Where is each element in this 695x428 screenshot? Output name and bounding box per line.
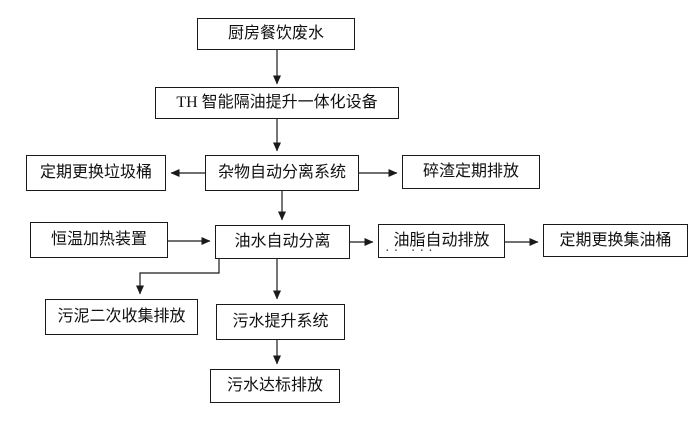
flow-node-grease-auto-discharge: 油脂自动排放	[378, 224, 505, 258]
flow-node-label: 定期更换垃圾桶	[39, 164, 152, 181]
flow-node-kitchen-wastewater: 厨房餐饮废水	[197, 18, 355, 50]
flow-node-label: 杂物自动分离系统	[217, 164, 346, 181]
flow-node-sewage-standard-discharge: 污水达标排放	[210, 369, 340, 403]
flow-node-sludge-secondary-collection: 污泥二次收集排放	[45, 299, 198, 335]
flow-node-sewage-lift-system: 污水提升系统	[216, 304, 345, 340]
flow-node-label: 恒温加热装置	[50, 231, 147, 248]
flow-node-label: 污泥二次收集排放	[57, 308, 186, 325]
flow-node-label: 油水自动分离	[234, 233, 331, 250]
flow-node-label: 定期更换集油桶	[559, 231, 672, 249]
flow-node-replace-trash-bin: 定期更换垃圾桶	[26, 155, 166, 191]
arrow-oil-water-separation-to-sludge-collection	[136, 259, 220, 295]
flow-node-label: 厨房餐饮废水	[227, 25, 324, 42]
flow-node-oil-water-auto-separation: 油水自动分离	[215, 225, 350, 259]
flow-node-constant-temp-heating-device: 恒温加热装置	[30, 222, 168, 258]
flow-node-debris-separation-system: 杂物自动分离系统	[205, 155, 359, 191]
flow-node-label: 污水提升系统	[232, 313, 329, 330]
flow-node-label: TH 智能隔油提升一体化设备	[176, 94, 378, 111]
grease-label-underline-dots: ·· ···	[384, 244, 436, 257]
flow-node-label: 碎渣定期排放	[422, 163, 519, 180]
flow-node-residue-periodic-discharge: 碎渣定期排放	[402, 155, 540, 189]
flow-node-label: 污水达标排放	[226, 377, 323, 394]
flow-node-th-integrated-device: TH 智能隔油提升一体化设备	[155, 87, 399, 119]
flow-node-label: 油脂自动排放	[393, 232, 490, 249]
flow-node-replace-oil-collection-barrel: 定期更换集油桶	[543, 224, 688, 257]
